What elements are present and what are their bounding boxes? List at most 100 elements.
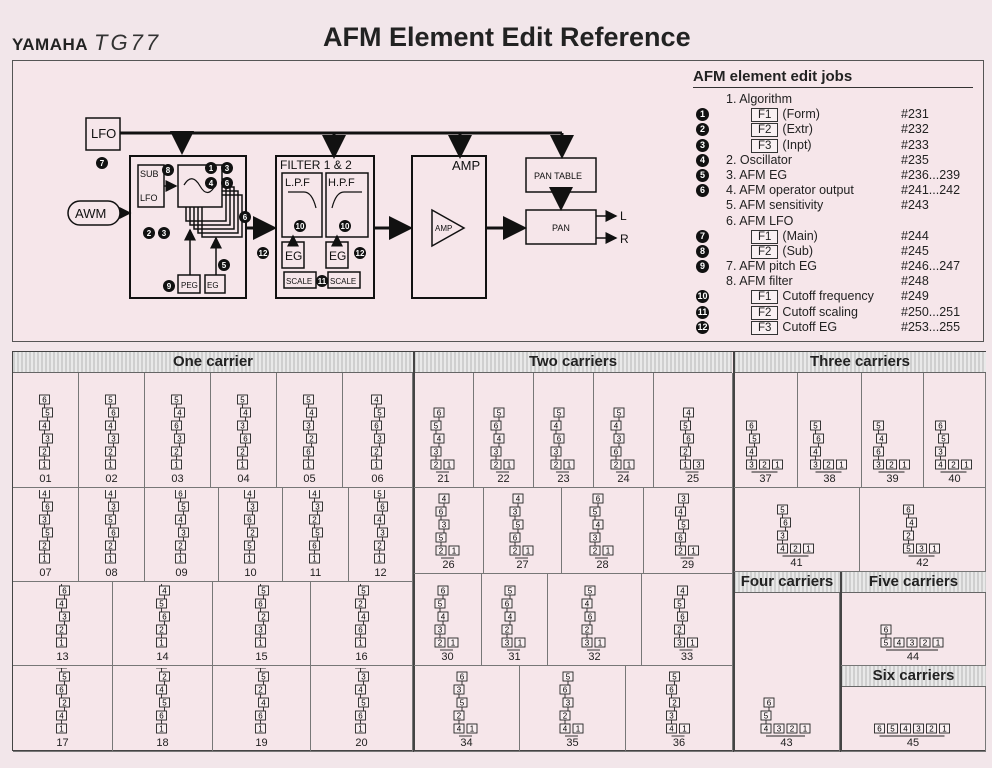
operator-number: 1 xyxy=(606,547,611,556)
peg-label: PEG xyxy=(181,281,198,290)
operator-number: 1 xyxy=(936,639,941,648)
job-number: #233 xyxy=(901,137,929,152)
function-key-f2: F2 xyxy=(751,305,779,320)
operator-number: 4 xyxy=(585,600,590,609)
operator-number: 2 xyxy=(762,461,767,470)
job-number: #235 xyxy=(901,152,929,167)
job-number: #246...247 xyxy=(901,259,961,274)
operator-box xyxy=(803,543,814,554)
operator-box xyxy=(790,543,801,554)
operator-box xyxy=(503,459,515,470)
operator-box xyxy=(679,723,690,734)
operator-number: 3 xyxy=(181,529,186,538)
operator-number: 5 xyxy=(439,534,444,543)
algorithm-number: 20 xyxy=(355,737,368,749)
job-bullet: 10 xyxy=(696,290,709,304)
badge-5: 5 xyxy=(218,259,230,271)
operator-number: 4 xyxy=(497,435,502,444)
operator-number: 3 xyxy=(45,435,50,444)
job-bullet: 4 xyxy=(696,153,709,167)
job-bullet: 7 xyxy=(696,229,709,243)
operator-number: 6 xyxy=(243,435,248,444)
operator-number: 5 xyxy=(45,529,50,538)
operator-number: 2 xyxy=(678,547,683,556)
operator-number: 1 xyxy=(447,461,452,470)
operator-number: 1 xyxy=(377,555,382,564)
svg-text:6: 6 xyxy=(225,179,230,188)
operator-number: 3 xyxy=(438,626,443,635)
svg-text:2: 2 xyxy=(147,229,152,238)
operator-box xyxy=(932,637,944,648)
operator-number: 2 xyxy=(261,613,266,622)
operator-number: 2 xyxy=(585,626,590,635)
algorithm-number: 18 xyxy=(156,737,169,749)
operator-box xyxy=(514,637,526,648)
operator-number: 6 xyxy=(767,699,772,708)
algorithm-cell-17: 14265317 xyxy=(13,666,113,752)
operator-number: 6 xyxy=(588,613,593,622)
job-label: F2(Extr) xyxy=(751,122,813,138)
operator-number: 5 xyxy=(162,699,167,708)
operator-number: 3 xyxy=(585,639,590,648)
operator-number: 2 xyxy=(108,542,113,551)
operator-number: 4 xyxy=(309,409,314,418)
badge-11: 11 xyxy=(316,275,328,287)
algorithm-cell-14: 12654314 xyxy=(113,582,213,666)
operator-number: 5 xyxy=(497,409,502,418)
operator-number: 2 xyxy=(593,547,598,556)
job-label: 6. AFM LFO xyxy=(726,213,794,228)
operator-box xyxy=(948,459,959,470)
operator-number: 2 xyxy=(162,673,167,682)
operator-number: 1 xyxy=(452,547,457,556)
operator-number: 6 xyxy=(42,396,47,405)
operator-number: 4 xyxy=(596,521,601,530)
operator-number: 2 xyxy=(159,626,164,635)
operator-number: 2 xyxy=(312,516,317,525)
algorithm-cell-13: 12346513 xyxy=(13,582,113,666)
operator-box xyxy=(448,545,460,556)
operator-number: 6 xyxy=(686,435,691,444)
operator-number: 6 xyxy=(460,673,465,682)
operator-number: 4 xyxy=(42,422,47,431)
operator-box xyxy=(913,723,924,734)
operator-box xyxy=(772,459,783,470)
operator-number: 6 xyxy=(162,613,167,622)
algorithm-number: 26 xyxy=(442,559,455,571)
operator-number: 5 xyxy=(780,506,785,515)
operator-box xyxy=(836,459,847,470)
operator-number: 3 xyxy=(876,461,881,470)
operator-number: 5 xyxy=(516,521,521,530)
operator-number: 4 xyxy=(42,490,47,499)
badge-2: 2 xyxy=(143,227,155,239)
operator-box xyxy=(893,637,905,648)
operator-number: 4 xyxy=(261,699,266,708)
operator-number: 2 xyxy=(377,542,382,551)
operator-number: 6 xyxy=(59,686,64,695)
operator-number: 1 xyxy=(258,725,263,734)
operator-number: 3 xyxy=(617,435,622,444)
operator-number: 4 xyxy=(669,725,674,734)
operator-number: 4 xyxy=(678,508,683,517)
job-bullet: 9 xyxy=(696,260,709,274)
operator-number: 5 xyxy=(566,673,571,682)
operator-number: 5 xyxy=(108,516,113,525)
operator-number: 4 xyxy=(178,516,183,525)
operator-number: 5 xyxy=(361,587,366,596)
